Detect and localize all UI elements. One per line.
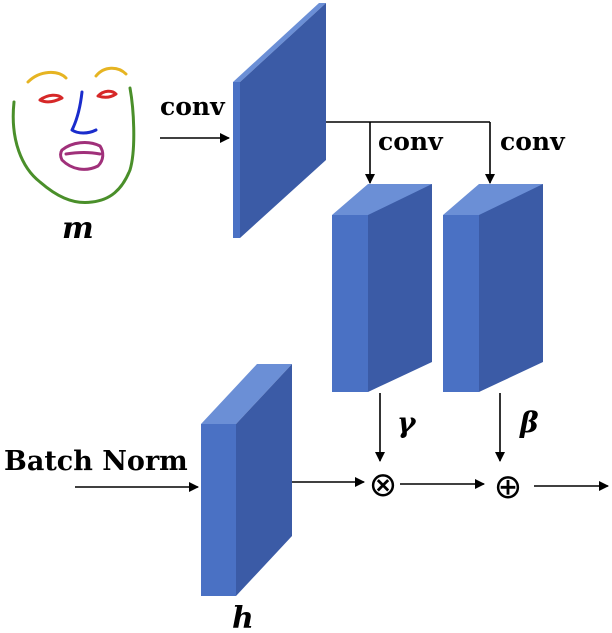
shared-block-front (233, 82, 240, 238)
shared-conv-block (233, 3, 326, 238)
face-mask-sketch (11, 66, 136, 205)
beta-label: β (519, 406, 539, 439)
left-eye (38, 93, 64, 104)
beta-block-side (479, 184, 543, 392)
h-feature-block (201, 364, 292, 596)
batch-norm-label: Batch Norm (4, 446, 188, 477)
beta-block-front (443, 215, 479, 392)
conv-beta-label: conv (500, 127, 566, 156)
gamma-conv-block (332, 184, 432, 392)
shared-block-top (233, 3, 326, 82)
beta-conv-block (443, 184, 543, 392)
nose (70, 90, 98, 135)
right-eyebrow (94, 66, 128, 78)
conv-gamma-label: conv (378, 127, 444, 156)
conv-main-label: conv (160, 92, 226, 121)
mouth (59, 141, 105, 171)
gamma-block-front (332, 215, 368, 392)
gamma-block-top (332, 184, 432, 215)
left-eyebrow (26, 71, 68, 84)
gamma-block-side (368, 184, 432, 392)
beta-block-top (443, 184, 543, 215)
h-label: h (232, 601, 254, 633)
multiply-operator: ⊗ (369, 465, 398, 505)
h-block-front (201, 424, 236, 596)
h-block-top (201, 364, 292, 424)
h-block-side (236, 364, 292, 596)
face-outline (11, 86, 136, 205)
add-operator: ⊕ (494, 467, 523, 507)
mask-m-label: m (62, 211, 94, 246)
gamma-label: γ (397, 406, 417, 439)
shared-block-side (240, 3, 326, 238)
right-eye (96, 89, 118, 99)
